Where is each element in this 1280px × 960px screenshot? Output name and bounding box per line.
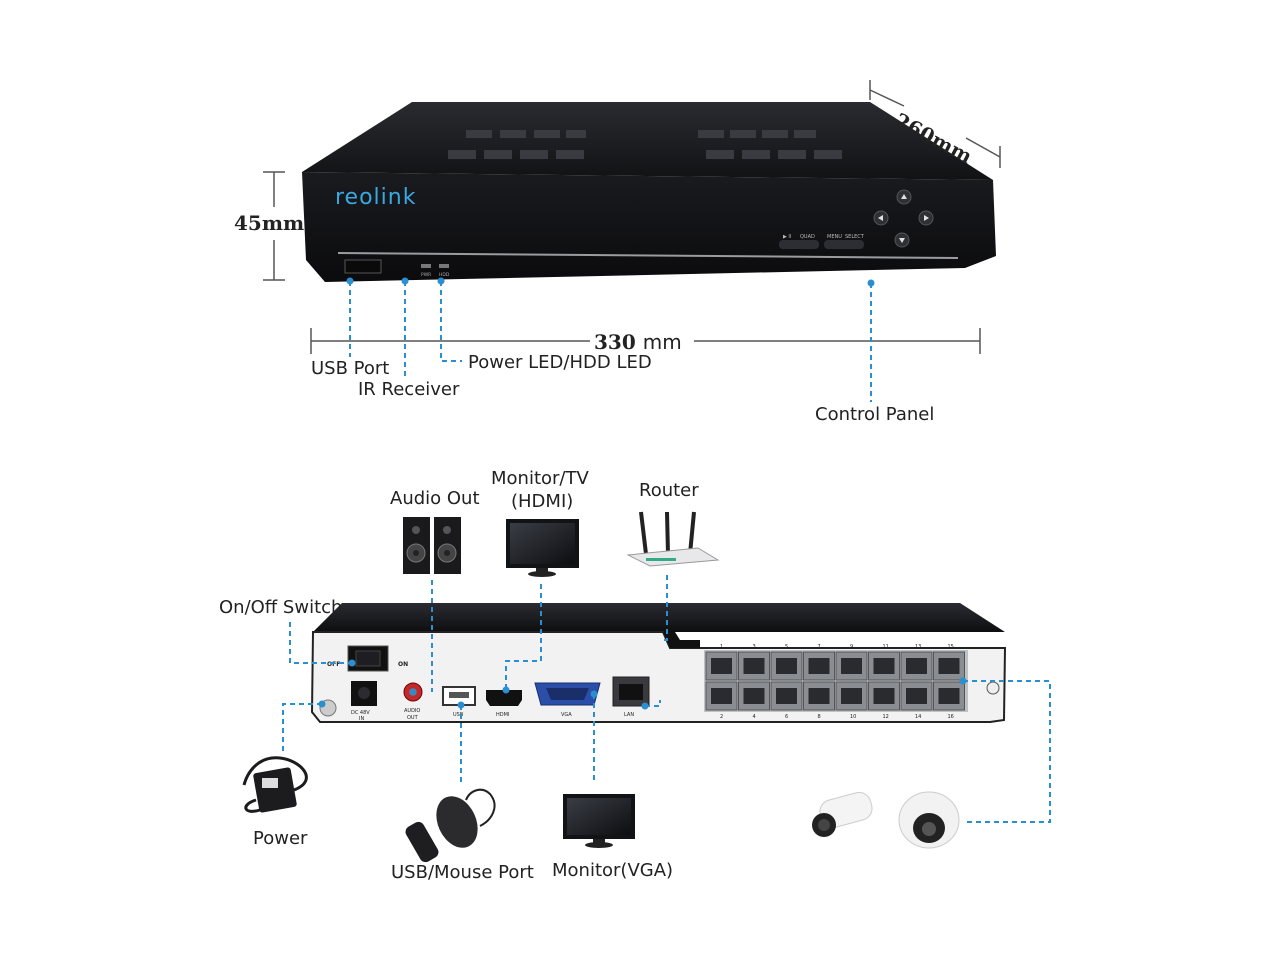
power-hdd-led-label: Power LED/HDD LED — [468, 352, 652, 373]
poe-port-socket — [711, 658, 732, 674]
poe-port-number: 12 — [883, 714, 889, 720]
pwr-led — [421, 264, 431, 268]
hdmi-text: HDMI — [496, 712, 509, 718]
rear-screw — [986, 681, 1000, 695]
power-label: Power — [253, 828, 308, 849]
poe-port-socket — [938, 658, 960, 674]
quad-text: QUAD — [800, 234, 815, 240]
poe-port-socket — [808, 658, 830, 674]
monitor-vga-image — [563, 794, 635, 848]
poe-port-number: 6 — [785, 714, 788, 720]
router-image — [626, 511, 720, 567]
router-label: Router — [639, 480, 699, 501]
top-vents — [448, 130, 842, 159]
control-panel-label: Control Panel — [815, 404, 935, 425]
poe-port-number: 5 — [785, 644, 788, 650]
usb-text: USB — [453, 712, 464, 718]
dimension-lines — [263, 80, 1001, 354]
power-adapter-image — [242, 756, 308, 813]
poe-port-number: 9 — [850, 644, 853, 650]
usb-mouse-image — [405, 788, 496, 863]
poe-port-number: 14 — [915, 714, 921, 720]
poe-port-number: 4 — [753, 714, 756, 720]
monitor-hdmi-label-line2: (HDMI) — [511, 491, 574, 512]
poe-port-number: 15 — [948, 644, 954, 650]
speakers-image — [403, 517, 461, 574]
cameras-image — [812, 791, 960, 849]
audio-text: AUDIO — [404, 708, 420, 714]
poe-port-socket — [906, 658, 927, 674]
audio-text-2: OUT — [407, 715, 419, 721]
hdd-led — [439, 264, 449, 268]
dc-in-text: IN — [359, 716, 364, 722]
poe-port-socket — [776, 658, 797, 674]
rear-top-face — [313, 603, 1005, 632]
poe-port-socket — [776, 688, 797, 704]
dc-text: DC 48V — [351, 710, 370, 716]
select-text: SELECT — [845, 234, 865, 240]
menu-text: MENU — [827, 234, 842, 240]
ir-receiver-label: IR Receiver — [358, 379, 460, 400]
poe-port-socket — [938, 688, 960, 704]
nvr-top-face — [302, 102, 993, 180]
hdmi-port — [486, 690, 522, 706]
vga-text: VGA — [561, 712, 572, 718]
monitor-vga-label: Monitor(VGA) — [552, 860, 674, 881]
poe-port-number: 7 — [818, 644, 821, 650]
poe-port-number: 8 — [818, 714, 821, 720]
width-dimension-label: 330 mm — [594, 330, 682, 354]
poe-port-socket — [711, 688, 732, 704]
poe-port-socket — [906, 688, 927, 704]
poe-port-number: 10 — [850, 714, 856, 720]
reolink-logo: reolink — [335, 185, 417, 210]
poe-port-number: 1 — [720, 644, 723, 650]
lan-text: LAN — [624, 712, 634, 718]
poe-port-socket — [873, 688, 895, 704]
poe-port-socket — [873, 658, 895, 674]
poe-port-number: 13 — [915, 644, 921, 650]
width-value: 330 — [594, 330, 636, 354]
poe-port-number: 2 — [720, 714, 723, 720]
front-callout-dots — [346, 277, 875, 287]
width-unit: mm — [642, 330, 682, 354]
usb-port-label: USB Port — [311, 358, 390, 379]
front-nvr: PWR HDD ▶ II QUAD MENU SELECT — [302, 102, 996, 282]
poe-port-socket — [841, 688, 862, 704]
poe-port-socket — [841, 658, 862, 674]
on-text: ON — [398, 661, 408, 668]
poe-port-number: 16 — [948, 714, 954, 720]
front-usb-slot — [344, 259, 382, 274]
poe-port-numbers-bottom: 2 4 6 8 10 12 14 16 — [720, 714, 954, 720]
menu-button[interactable] — [824, 240, 864, 249]
off-text: OFF — [327, 661, 340, 668]
poe-port-block — [704, 650, 968, 712]
monitor-hdmi-label-line1: Monitor/TV — [491, 468, 589, 489]
on-off-switch-label: On/Off Switch — [219, 597, 343, 618]
rear-callout-dots — [318, 659, 967, 710]
audio-out-label: Audio Out — [390, 488, 480, 509]
poe-port-socket — [808, 688, 830, 704]
pwr-led-text: PWR — [421, 272, 431, 278]
play-button[interactable] — [779, 240, 819, 249]
poe-port-socket — [743, 688, 765, 704]
poe-port-socket — [743, 658, 765, 674]
monitor-hdmi-image — [506, 519, 579, 577]
play-text: ▶ II — [783, 234, 791, 240]
poe-port-number: 11 — [883, 644, 889, 650]
usb-mouse-port-label: USB/Mouse Port — [391, 862, 534, 883]
rear-nvr: OFF ON DC 48V IN AUDIO OUT USB HDMI VGA … — [310, 603, 1007, 723]
front-callouts — [349, 281, 872, 402]
height-dimension-label: 45mm — [234, 211, 305, 235]
poe-port-number: 3 — [753, 644, 756, 650]
hdd-led-text: HDD — [439, 272, 450, 278]
rear-callouts — [282, 575, 1051, 823]
arrow-glyphs — [878, 194, 929, 243]
